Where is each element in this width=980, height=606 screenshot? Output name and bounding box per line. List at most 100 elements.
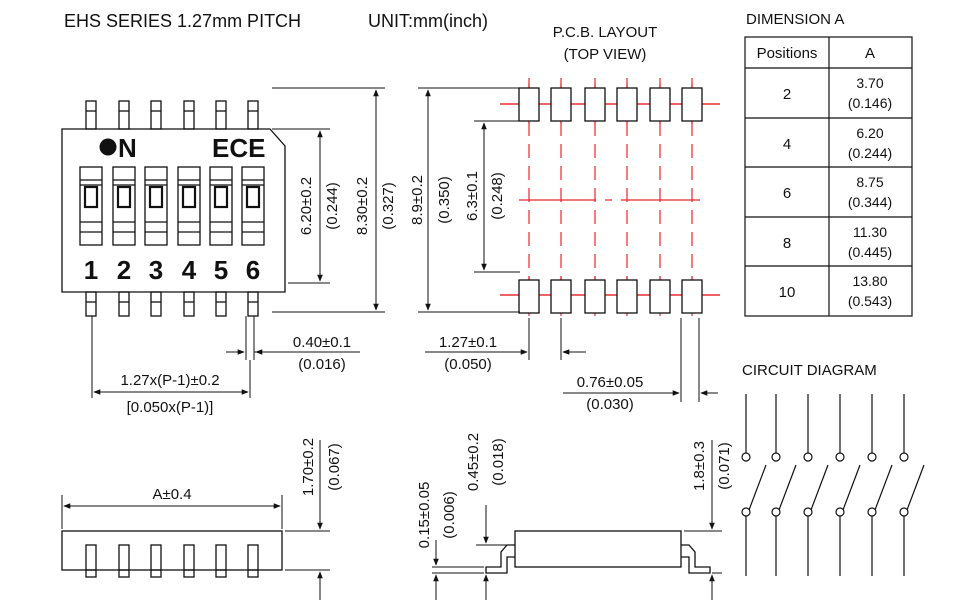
switch-contact-top [741,452,751,462]
switch-contact-top [867,452,877,462]
pcb-inner-mm: 6.3±0.1 [464,171,481,221]
side-view [61,530,283,578]
pcb-layout [500,78,720,320]
dim-overall-mm: 8.30±0.2 [354,177,371,235]
top-lead [183,100,195,130]
table-cell-positions: 10 [779,284,796,301]
table-cell-positions: 4 [783,136,791,153]
pcb-title-1: P.C.B. LAYOUT [553,24,657,41]
brand-on: N [118,133,137,163]
switch-contact-bottom [803,507,813,517]
side-dim-a: A±0.4 [152,486,191,503]
pcb-pitch-mm: 1.27±0.1 [439,334,497,351]
table-cell-inch: (0.344) [848,194,892,210]
on-dot-icon [99,138,117,156]
switch-actuator [79,166,103,246]
pcb-pad [550,279,572,314]
side-lead [118,544,130,578]
end-view [485,530,711,574]
switch-actuator [112,166,136,246]
switch-contact-bottom [867,507,877,517]
pcb-pad [518,87,540,122]
pcb-pad [616,87,638,122]
switch-actuator [209,166,233,246]
table-cell-positions: 2 [783,86,791,103]
switch-contact-bottom [899,507,909,517]
position-number: 4 [182,255,197,285]
top-lead [118,100,130,130]
dimension-table: Positions A 23.70(0.146)46.20(0.244)68.7… [744,36,913,317]
bottom-lead [118,291,130,317]
switch-contact-top [835,452,845,462]
pcb-pad [518,279,540,314]
top-view-dims [91,87,385,398]
pcb-dims [418,87,718,402]
pcb-pad [550,87,572,122]
top-view [61,100,286,317]
series-title: EHS SERIES 1.27mm PITCH [64,11,301,31]
table-header-positions: Positions [757,45,818,62]
switch-contact-bottom [741,507,751,517]
top-lead [150,100,162,130]
dim-height-mm: 6.20±0.2 [298,177,315,235]
dim-overall-in: (0.327) [380,182,397,230]
bottom-lead [215,291,227,317]
pcb-outer-in: (0.350) [436,176,453,224]
pcb-pad [584,279,606,314]
pcb-pad-mm: 0.76±0.05 [577,374,644,391]
pcb-pad [649,87,671,122]
top-lead [215,100,227,130]
table-header-a: A [865,45,875,62]
switch-contact-bottom [835,507,845,517]
pcb-pad [681,87,703,122]
pcb-pad [649,279,671,314]
switch-actuator [177,166,201,246]
switch-actuator [144,166,168,246]
pitch-formula-mm: 1.27x(P-1)±0.2 [120,372,219,389]
end-standoff-in: (0.018) [490,438,507,486]
table-cell-mm: 6.20 [856,125,883,141]
lead-width-mm: 0.40±0.1 [293,334,351,351]
table-cell-inch: (0.146) [848,95,892,111]
pcb-outer-mm: 8.9±0.2 [409,175,426,225]
position-number: 3 [149,255,163,285]
table-cell-mm: 11.30 [853,224,887,240]
position-number: 2 [117,255,131,285]
end-standoff-mm: 0.45±0.2 [465,433,482,491]
switch-actuator [241,166,265,246]
lead-width-in: (0.016) [298,356,346,373]
pcb-pad-in: (0.030) [586,396,634,413]
pcb-pad [584,87,606,122]
switch-contact-bottom [771,507,781,517]
top-lead [85,100,97,130]
unit-label: UNIT:mm(inch) [368,11,488,31]
switch-contact-top [771,452,781,462]
circuit-diagram [741,394,925,576]
end-height-mm: 1.8±0.3 [691,441,708,491]
position-number: 5 [214,255,228,285]
end-view-dims [432,440,722,600]
end-lead-mm: 0.15±0.05 [416,482,433,549]
end-height-in: (0.071) [716,442,733,490]
side-height-in: (0.067) [326,443,343,491]
bottom-lead [150,291,162,317]
table-cell-positions: 8 [783,235,791,252]
side-view-dims [61,440,330,600]
end-lead-in: (0.006) [441,491,458,539]
position-number: 6 [246,255,260,285]
side-lead [183,544,195,578]
pcb-pad [681,279,703,314]
pcb-pad [616,279,638,314]
dim-height-in: (0.244) [324,182,341,230]
table-cell-mm: 3.70 [856,75,883,91]
pcb-pitch-in: (0.050) [444,356,492,373]
position-number: 1 [84,255,98,285]
circuit-title: CIRCUIT DIAGRAM [742,362,877,379]
table-cell-mm: 13.80 [852,273,887,289]
switch-contact-top [899,452,909,462]
side-lead [215,544,227,578]
pcb-title-2: (TOP VIEW) [564,46,647,63]
bottom-lead [85,291,97,317]
